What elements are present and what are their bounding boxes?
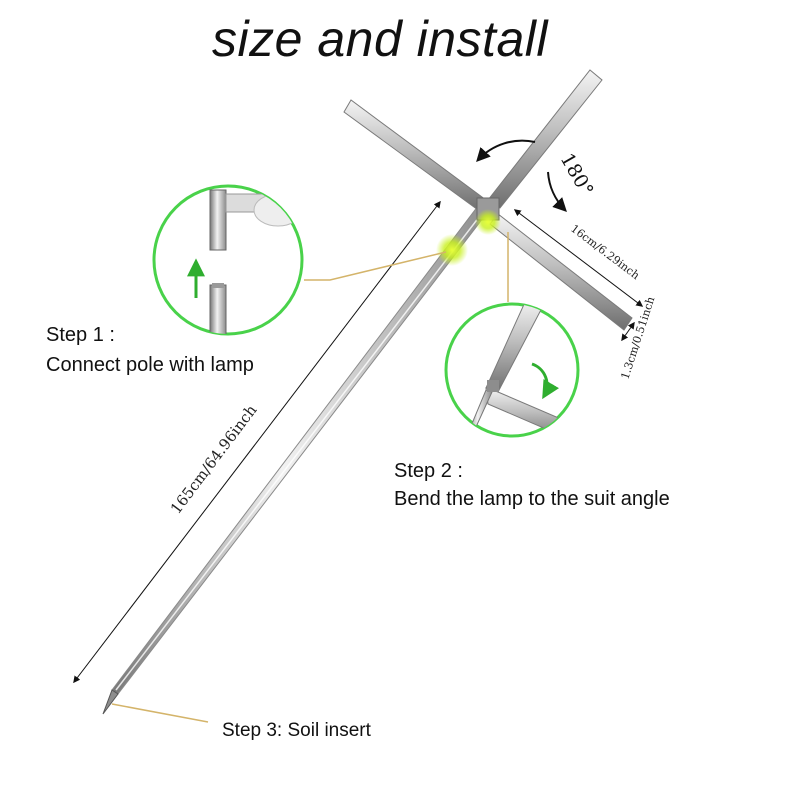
rotation-arrow-left bbox=[476, 139, 536, 163]
leader-step1 bbox=[304, 251, 447, 281]
bend-arrow-icon bbox=[531, 362, 560, 400]
joint-glow-right bbox=[475, 209, 501, 235]
arm-length-label: 16cm/6.29inch bbox=[568, 222, 642, 282]
step1-text: Connect pole with lamp bbox=[46, 354, 254, 376]
step1-label: Step 1 : bbox=[46, 324, 115, 346]
pole-length-label: 165cm/64.96inch bbox=[167, 401, 261, 517]
step2-text: Bend the lamp to the suit angle bbox=[394, 488, 670, 510]
arm-upper-right bbox=[487, 69, 603, 209]
arm-upper-left bbox=[343, 99, 487, 211]
pole-spike bbox=[102, 689, 119, 715]
diagram-title: size and install bbox=[212, 11, 548, 67]
leader-step3 bbox=[111, 703, 209, 723]
lamp-socket bbox=[209, 189, 227, 251]
callout-connect bbox=[152, 184, 304, 336]
rotation-arrow-right bbox=[547, 171, 567, 213]
arm-width-label: 1.3cm/0.51inch bbox=[618, 295, 657, 381]
pole-tip bbox=[209, 284, 227, 334]
lamp-arms bbox=[343, 69, 633, 331]
leader-lines bbox=[111, 232, 509, 723]
step3-label: Step 3: Soil insert bbox=[222, 720, 371, 741]
rotation-label: 180° bbox=[556, 150, 598, 201]
joint-glow-left bbox=[436, 234, 468, 266]
arm-width-dimension: 1.3cm/0.51inch bbox=[618, 295, 657, 381]
step2-label: Step 2 : bbox=[394, 460, 463, 482]
callout-bend bbox=[444, 302, 580, 438]
